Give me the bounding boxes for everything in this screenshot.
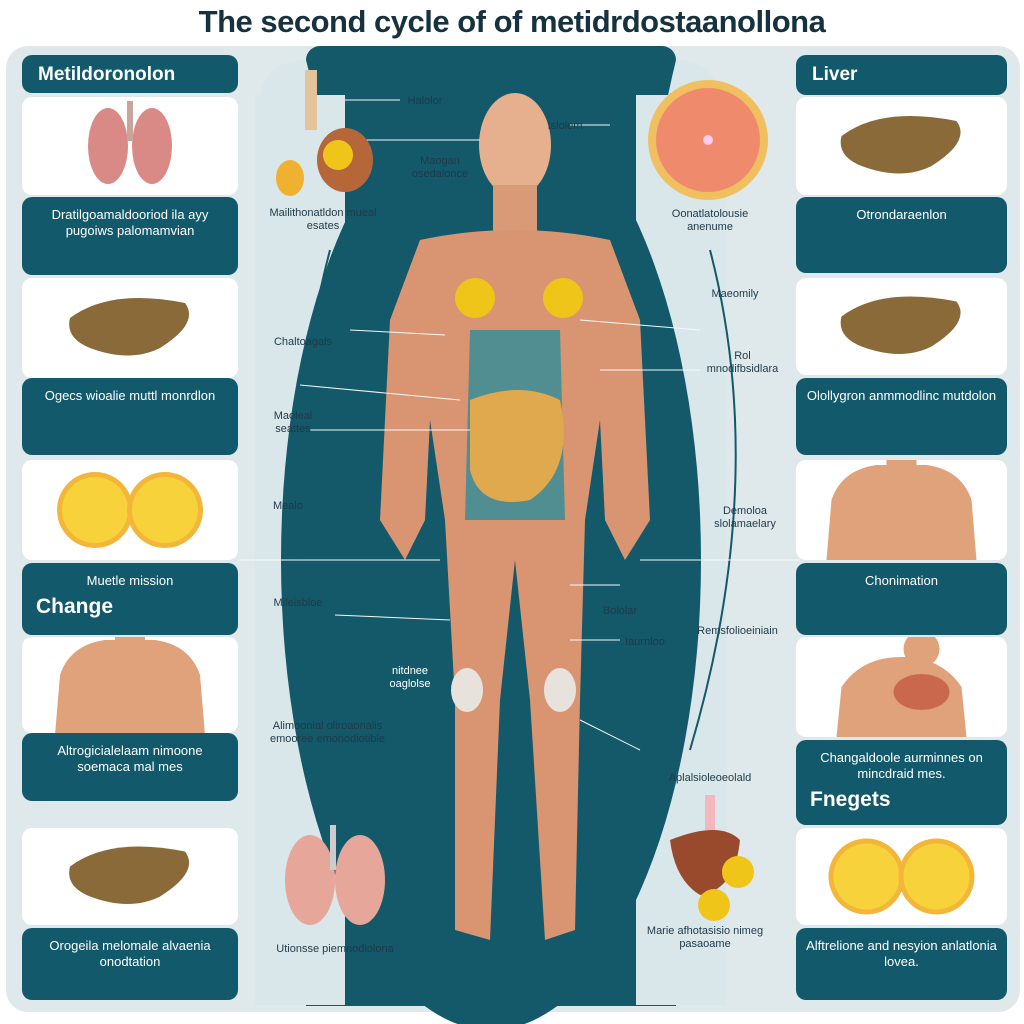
illustration-card (796, 828, 1007, 925)
card-text: Altrogicialelaam nimoone soemaca mal mes (57, 743, 203, 774)
label: Marie afhotasisio nimeg pasaoame (646, 925, 764, 950)
card-text: Muetle mission (86, 573, 174, 588)
illustration-card (796, 460, 1007, 560)
info-card: Alftrelione and nesyion anlatlonia lovea… (796, 928, 1007, 1000)
illustration-card (796, 97, 1007, 195)
info-card: Otrondaraenlon (796, 197, 1007, 273)
section-header: Liver (796, 55, 1007, 95)
card-text: Olollygron anmmodlinc mutdolon (806, 388, 997, 403)
card-text: Metildoronolon (38, 64, 176, 85)
liver-icon (69, 846, 190, 904)
illustration-card (22, 637, 238, 733)
label: Utionsse piemnodiolona (276, 943, 394, 955)
label: Mailithonatldon mueal esates (269, 207, 377, 232)
card-text: Orogeila melomale alvaenia onodtation (49, 938, 211, 969)
liver-icon (840, 116, 961, 174)
label: Chaltoagals (273, 336, 333, 348)
label: Mealo (273, 500, 303, 512)
illustration-card (796, 278, 1007, 375)
stomach-icon (276, 70, 373, 196)
label: Maogan osedalonce (411, 155, 469, 180)
label: nitdnee oaglolse (389, 665, 431, 690)
lungs-icon (88, 101, 172, 184)
label: Rol mnodifbsidlara (706, 350, 779, 375)
label: Halolor (407, 95, 443, 107)
card-text: Liver (812, 64, 858, 85)
illustration-card (22, 460, 238, 560)
label: Mileisbloe (273, 597, 323, 609)
lungs-icon (285, 825, 385, 925)
info-card: Chonimation (796, 563, 1007, 635)
info-card: Orogeila melomale alvaenia onodtation (22, 928, 238, 1000)
label: Oonatlatolousie anenume (671, 208, 749, 233)
citrus-icon (828, 838, 975, 915)
label: Alimoonial oliroaonalis emooree emonodio… (270, 720, 385, 745)
label: Aplalsioleoeolald (668, 772, 752, 784)
info-card: Olollygron anmmodlinc mutdolon (796, 378, 1007, 455)
liver-icon (69, 298, 190, 356)
grapefruit-icon (648, 80, 768, 200)
card-heading: Change (36, 595, 114, 618)
card-text: Changaldoole aurminnes on mincdraid mes. (820, 750, 983, 781)
label: Maoleal seattes (273, 410, 313, 435)
card-text: Dratilgoamaldooriod ila ayy pugoiws palo… (51, 207, 209, 238)
info-card: Ogecs wioalie muttl monrdlon (22, 378, 238, 455)
info-card: Dratilgoamaldooriod ila ayy pugoiws palo… (22, 197, 238, 275)
illustration-card (22, 828, 238, 925)
cycle-arrow-left (299, 249, 331, 701)
info-card: Altrogicialelaam nimoone soemaca mal mes (22, 733, 238, 801)
torso-icon (826, 460, 977, 560)
card-text: Alftrelione and nesyion anlatlonia lovea… (806, 938, 997, 969)
liver-icon (670, 795, 754, 921)
page-title: The second cycle of of metidrdostaanollo… (198, 4, 826, 39)
label: Maeomily (711, 288, 759, 300)
label: Bololar (602, 605, 638, 617)
torso-icon (55, 637, 205, 733)
card-text: Otrondaraenlon (856, 207, 947, 222)
chest-icon (836, 637, 967, 737)
label: Remsfolioeiniain (697, 625, 778, 637)
section-header: Metildoronolon (22, 55, 238, 93)
citrus-icon (57, 472, 203, 548)
card-heading: Fnegets (810, 788, 891, 811)
card-text: Ogecs wioalie muttl monrdlon (44, 388, 216, 403)
human-body-figure (380, 93, 650, 940)
illustration-card (796, 637, 1007, 737)
label: Iaurnloo (625, 636, 665, 648)
cycle-arrow-right (689, 249, 737, 751)
card-text: Chonimation (865, 573, 938, 588)
info-card: Changaldoole aurminnes on mincdraid mes.… (796, 740, 1007, 825)
label: Islolem (547, 120, 583, 132)
illustration-card (22, 278, 238, 378)
illustration-card (22, 97, 238, 195)
liver-icon (840, 296, 961, 354)
label: Demoloa slolamaelary (714, 505, 776, 530)
